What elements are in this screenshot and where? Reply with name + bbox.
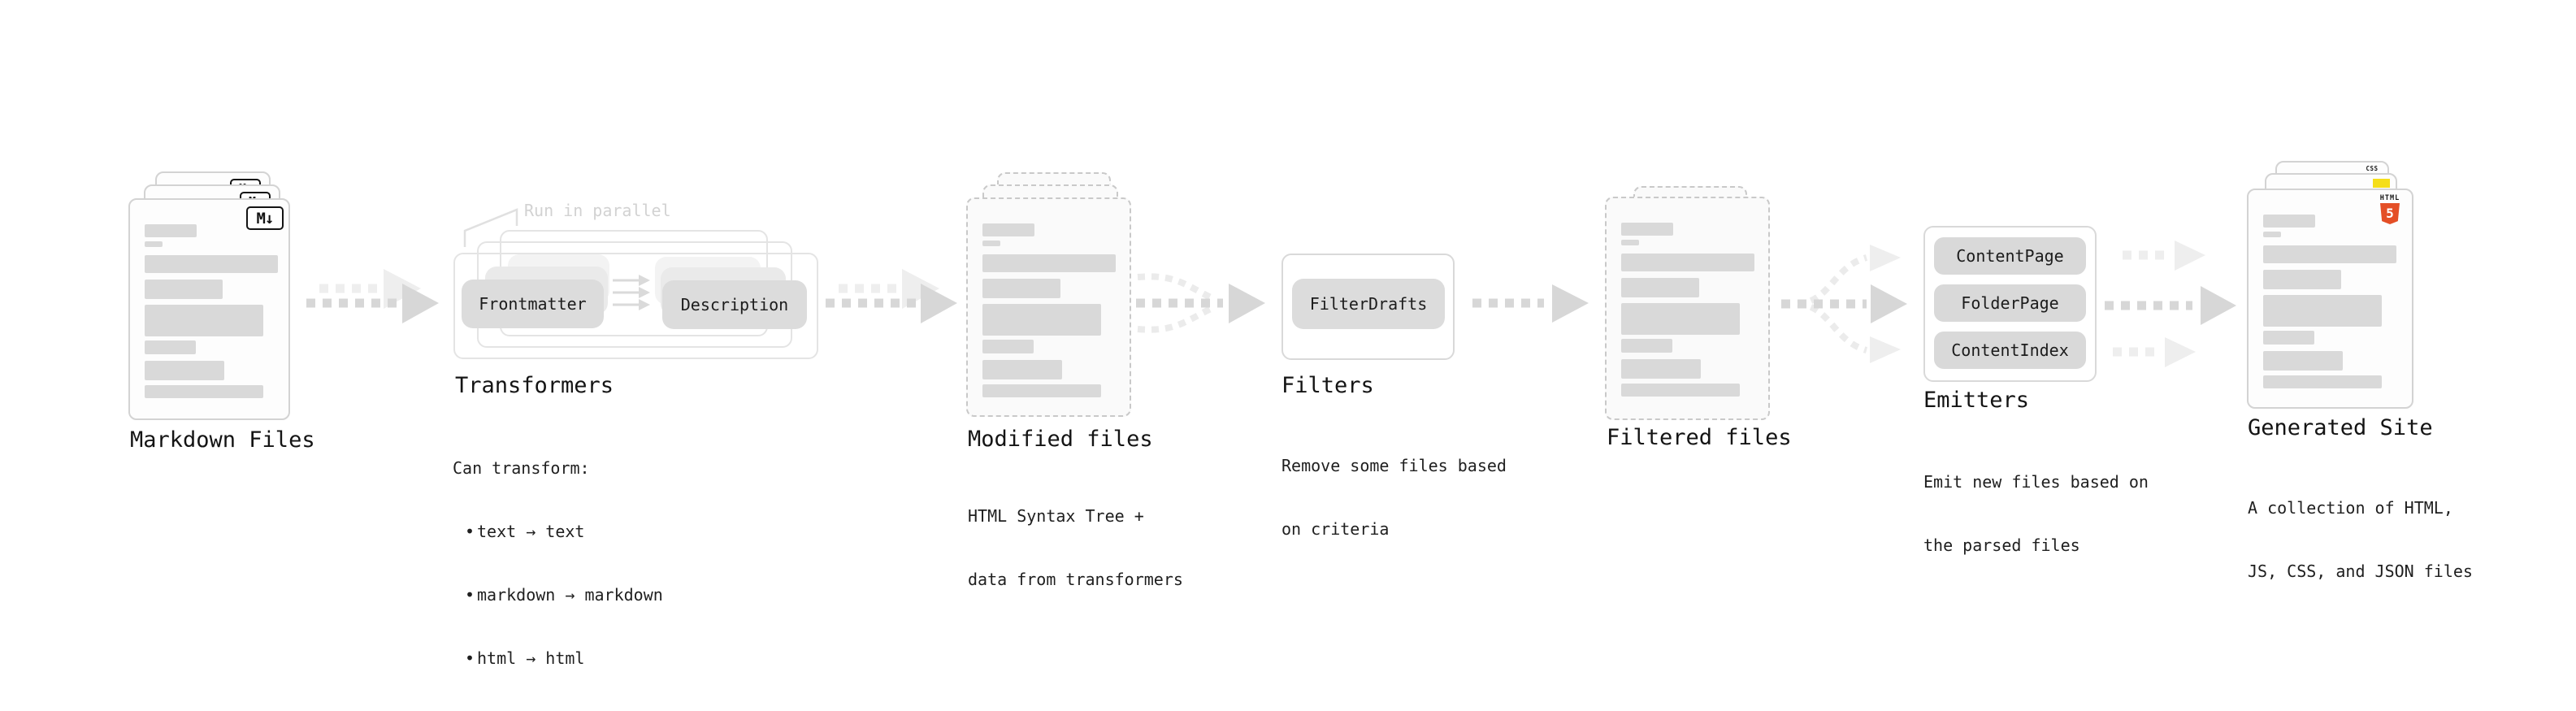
doc-text-bar bbox=[2263, 331, 2314, 345]
markdown-files-title: Markdown Files bbox=[130, 427, 315, 453]
js-logo-icon bbox=[2373, 179, 2390, 188]
doc-text-bar bbox=[982, 254, 1116, 272]
filtered-file-card-front bbox=[1605, 197, 1770, 420]
description-pill: Description bbox=[662, 280, 807, 329]
desc-line: Emit new files based on bbox=[1923, 472, 2149, 492]
transformers-desc-line: Can transform: bbox=[453, 458, 590, 478]
doc-text-bar bbox=[1621, 254, 1754, 271]
arrow-markdown-to-transformers bbox=[306, 269, 439, 323]
filtered-files-title: Filtered files bbox=[1607, 425, 1792, 450]
doc-text-bar bbox=[982, 340, 1034, 353]
markdown-file-card-front: M↓ bbox=[128, 198, 290, 420]
doc-text-bar bbox=[1621, 359, 1701, 379]
transformers-title: Transformers bbox=[455, 373, 614, 398]
filters-title: Filters bbox=[1281, 373, 1374, 398]
doc-text-bar bbox=[2263, 351, 2343, 371]
doc-text-bar bbox=[982, 241, 1000, 246]
emitters-title: Emitters bbox=[1923, 388, 2030, 413]
arrow-emitters-to-generated bbox=[2105, 241, 2236, 367]
transform-bullet-item: • text → text bbox=[453, 521, 663, 542]
desc-line: data from transformers bbox=[968, 570, 1183, 589]
generated-file-card-front: HTML 5 bbox=[2247, 189, 2413, 409]
bullet-text: html → html bbox=[477, 648, 585, 668]
desc-line: the parsed files bbox=[1923, 535, 2080, 555]
doc-text-bar bbox=[145, 361, 224, 380]
doc-text-bar bbox=[982, 304, 1101, 336]
contentindex-pill: ContentIndex bbox=[1934, 332, 2086, 369]
doc-text-bar bbox=[2263, 215, 2315, 228]
css-logo-text: CSS bbox=[2366, 165, 2379, 172]
markdown-logo-icon: M↓ bbox=[246, 206, 284, 230]
modified-files-title: Modified files bbox=[968, 427, 1153, 452]
folderpage-pill: FolderPage bbox=[1934, 284, 2086, 322]
doc-text-bar bbox=[1621, 384, 1740, 397]
generated-site-title: Generated Site bbox=[2248, 415, 2433, 440]
emitters-description: Emit new files based on the parsed files bbox=[1923, 429, 2149, 598]
doc-text-bar bbox=[1621, 240, 1639, 245]
bullet-text: markdown → markdown bbox=[477, 585, 663, 605]
bullet-icon: • bbox=[464, 585, 475, 605]
transformers-description: Can transform: • text → text • markdown … bbox=[453, 415, 663, 711]
desc-line: HTML Syntax Tree + bbox=[968, 506, 1144, 526]
transform-bullet-item: • html → html bbox=[453, 648, 663, 669]
html5-logo-shield: 5 bbox=[2380, 203, 2400, 224]
filterdrafts-pill: FilterDrafts bbox=[1292, 279, 1445, 329]
transformer-box-front bbox=[453, 253, 818, 359]
desc-line: on criteria bbox=[1281, 519, 1390, 539]
generated-site-description: A collection of HTML, JS, CSS, and JSON … bbox=[2248, 455, 2473, 624]
doc-text-bar bbox=[2263, 375, 2382, 388]
arrow-modified-to-filters-converge bbox=[1136, 273, 1265, 333]
bullet-icon: • bbox=[464, 648, 475, 668]
doc-text-bar bbox=[145, 255, 278, 273]
html5-logo-text: HTML bbox=[2379, 194, 2400, 202]
doc-text-bar bbox=[145, 385, 263, 398]
filters-description: Remove some files based on criteria bbox=[1281, 413, 1507, 582]
doc-text-bar bbox=[2263, 245, 2396, 263]
doc-text-bar bbox=[1621, 339, 1672, 353]
doc-text-bar bbox=[982, 384, 1101, 397]
transform-bullet-item: • markdown → markdown bbox=[453, 584, 663, 605]
desc-line: A collection of HTML, bbox=[2248, 498, 2453, 518]
doc-text-bar bbox=[145, 280, 223, 299]
arrow-filtered-to-emitters-diverge bbox=[1781, 245, 1907, 363]
desc-line: Remove some files based bbox=[1281, 456, 1507, 475]
modified-files-description: HTML Syntax Tree + data from transformer… bbox=[968, 463, 1183, 632]
doc-text-bar bbox=[2263, 295, 2382, 327]
doc-text-bar bbox=[145, 224, 197, 237]
doc-text-bar bbox=[145, 305, 263, 336]
doc-text-bar bbox=[145, 241, 163, 247]
doc-text-bar bbox=[1621, 278, 1699, 297]
modified-file-card-front bbox=[966, 197, 1131, 417]
doc-text-bar bbox=[1621, 223, 1673, 236]
doc-text-bar bbox=[2263, 270, 2341, 289]
arrow-transformers-to-modified bbox=[826, 269, 957, 323]
run-in-parallel-annotation: Run in parallel bbox=[524, 201, 671, 220]
doc-text-bar bbox=[982, 223, 1034, 236]
doc-text-bar bbox=[2263, 232, 2281, 237]
frontmatter-pill: Frontmatter bbox=[462, 280, 604, 328]
pipeline-diagram: M↓ M↓ M↓ Markdown Files Run in parallel … bbox=[128, 161, 2473, 668]
doc-text-bar bbox=[982, 360, 1062, 379]
bullet-text: text → text bbox=[477, 522, 585, 541]
html5-logo-icon: HTML 5 bbox=[2378, 194, 2402, 224]
doc-text-bar bbox=[982, 279, 1060, 298]
contentpage-pill: ContentPage bbox=[1934, 237, 2086, 275]
arrow-filters-to-filtered bbox=[1472, 284, 1589, 323]
doc-text-bar bbox=[145, 340, 196, 354]
bullet-icon: • bbox=[464, 522, 475, 541]
doc-text-bar bbox=[1621, 303, 1740, 335]
desc-line: JS, CSS, and JSON files bbox=[2248, 561, 2473, 581]
